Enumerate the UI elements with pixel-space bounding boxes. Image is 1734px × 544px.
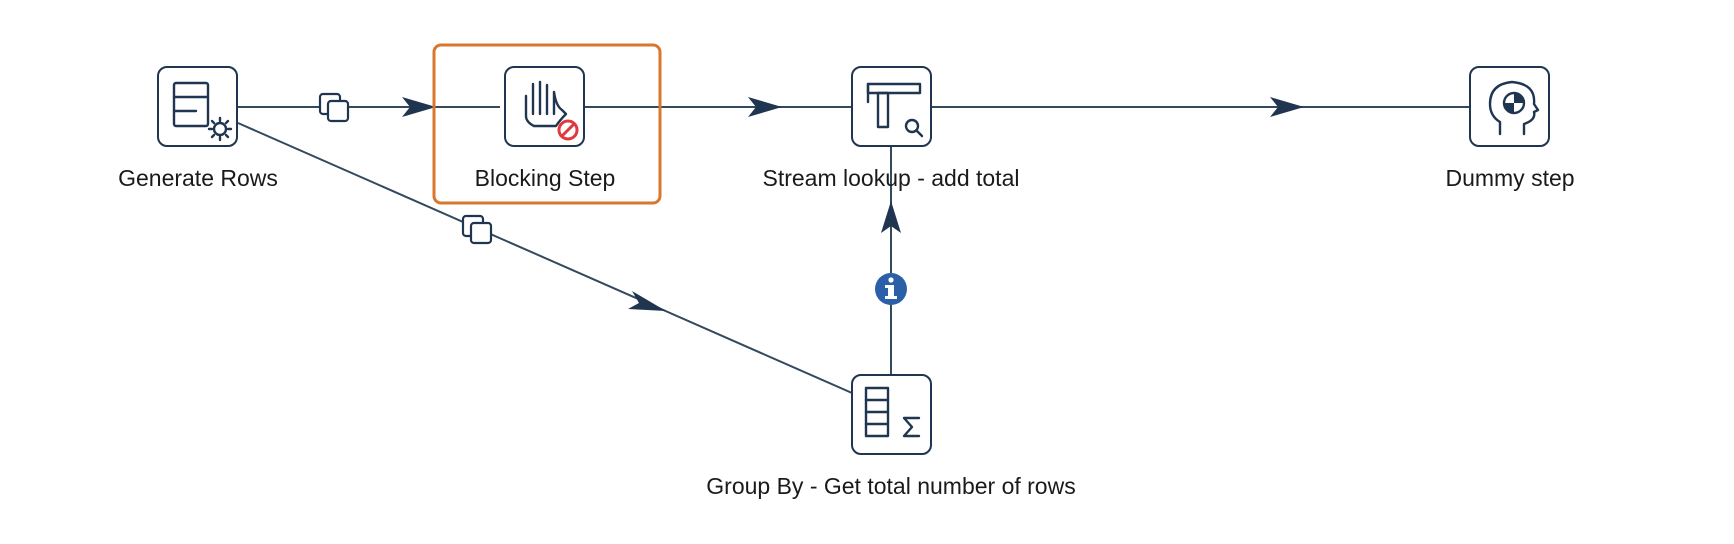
arrow-head [628,291,666,311]
step-group-by[interactable]: Group By - Get total number of rows [706,374,1076,499]
arrow-head [1270,97,1304,117]
step-stream-lookup[interactable]: Stream lookup - add total [763,66,1020,191]
copy-rows-icon[interactable] [461,214,493,245]
hop-streamlookup-to-dummy[interactable] [930,97,1470,117]
step-blocking-step[interactable]: Blocking Step [432,43,662,205]
step-label: Generate Rows [118,165,278,191]
hop-generate-to-groupby[interactable] [237,122,853,394]
blocking-step-icon [524,80,579,141]
step-dummy-step[interactable]: Dummy step [1445,66,1575,191]
hop-blocking-to-streamlookup[interactable] [583,97,852,117]
arrow-head [748,97,782,117]
generate-rows-icon [172,81,233,142]
hop-groupby-to-streamlookup[interactable] [875,146,907,375]
dummy-step-icon [1488,80,1540,136]
step-label: Group By - Get total number of rows [706,473,1075,499]
step-label: Blocking Step [475,165,616,191]
step-label: Dummy step [1445,165,1574,191]
step-label: Stream lookup - add total [763,165,1020,191]
stream-lookup-icon [866,82,924,138]
step-frame [851,66,932,147]
hop-generate-to-blocking[interactable] [238,92,500,123]
step-frame [851,374,932,455]
step-generate-rows[interactable]: Generate Rows [118,66,278,191]
selection-highlight [432,43,662,205]
arrow-head [402,97,436,117]
group-by-icon [864,386,921,438]
info-icon[interactable] [875,273,907,305]
copy-rows-icon[interactable] [318,92,350,123]
arrow-head [881,201,901,233]
